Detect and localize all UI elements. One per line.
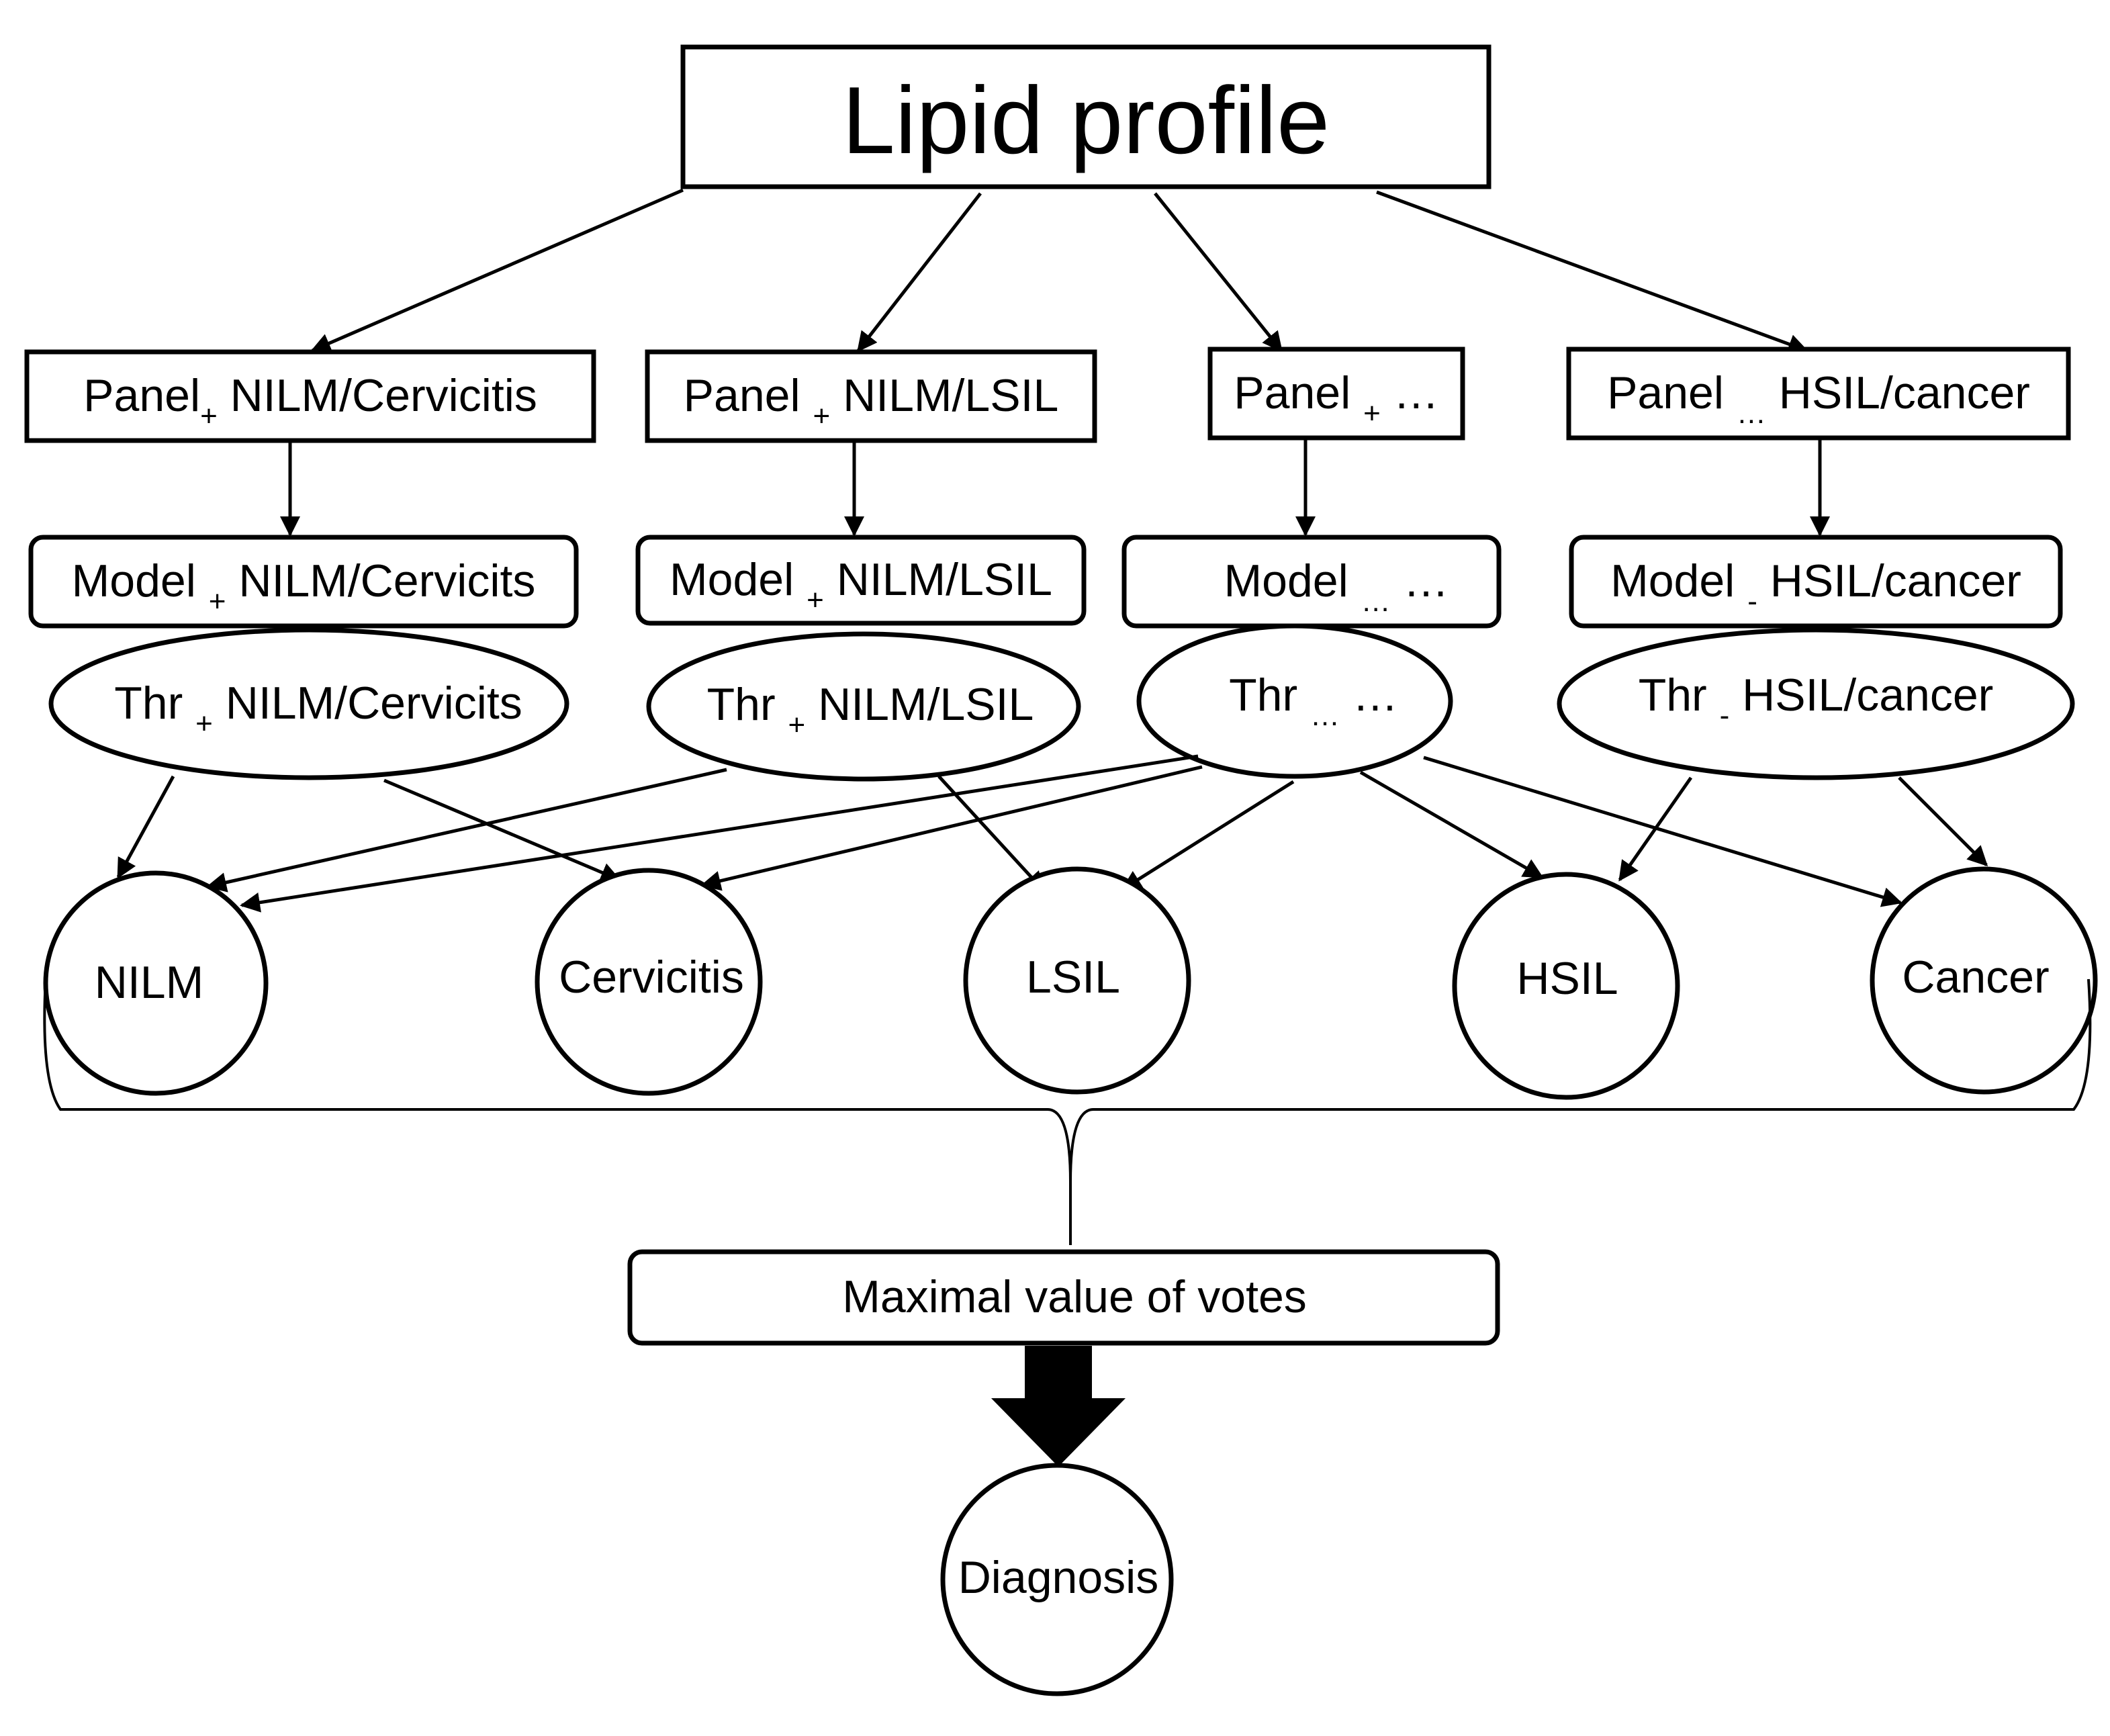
panel-1-subscript: +	[200, 400, 218, 432]
diagnosis-label: Diagnosis	[958, 1552, 1159, 1603]
threshold-hsil-cancer: Thr - HSIL/cancer	[1557, 627, 2075, 780]
model-3-subscript: …	[1361, 585, 1391, 618]
model-2-prefix: Model	[670, 554, 807, 605]
panel-4-subscript: …	[1737, 397, 1766, 430]
threshold-2-subscript: +	[788, 709, 806, 741]
threshold-nilm-lsil: Thr + NILM/LSIL	[646, 631, 1081, 782]
model-4-subscript: -	[1747, 585, 1757, 618]
class-node-nilm: NILM	[43, 870, 269, 1096]
panel-model-edges	[280, 439, 1830, 537]
class-node-lsil: LSIL	[963, 866, 1191, 1095]
panel-nilm-lsil: Panel + NILM/LSIL	[645, 349, 1097, 443]
block-arrow	[991, 1346, 1126, 1467]
class-node-cervicitis: Cervicitis	[535, 868, 763, 1096]
lipid-profile-label: Lipid profile	[842, 67, 1330, 174]
svg-text:Panel+ NILM/Cervicitis: Panel+ NILM/Cervicitis	[83, 370, 537, 432]
threshold-3-suffix: …	[1340, 670, 1398, 721]
threshold-class-edges	[116, 754, 1988, 913]
threshold-3-subscript: …	[1310, 699, 1340, 732]
model-1-prefix: Model	[72, 555, 209, 606]
panel-1-suffix: NILM/Cervicitis	[218, 370, 537, 421]
panel-2-suffix: NILM/LSIL	[830, 370, 1058, 421]
threshold-nilm-cervicitis: Thr + NILM/Cervicits	[48, 627, 569, 780]
svg-text:Model + NILM/LSIL: Model + NILM/LSIL	[670, 554, 1052, 616]
class-label-cervicitis: Cervicitis	[559, 952, 744, 1003]
panel-nilm-cervicitis: Panel+ NILM/Cervicitis	[24, 349, 596, 443]
svg-text:Thr + NILM/Cervicits: Thr + NILM/Cervicits	[114, 678, 522, 740]
panel-3-subscript: +	[1363, 397, 1381, 430]
vote-label: Maximal value of votes	[842, 1271, 1307, 1322]
threshold-4-subscript: -	[1720, 699, 1730, 732]
model-2-subscript: +	[807, 584, 824, 616]
vote-node: Maximal value of votes	[627, 1249, 1500, 1346]
model-4-suffix: HSIL/cancer	[1757, 555, 2021, 606]
class-label-nilm: NILM	[95, 957, 203, 1008]
panel-4-suffix: HSIL/cancer	[1766, 367, 2030, 418]
svg-text:Panel + …: Panel + …	[1234, 367, 1438, 430]
panel-4-prefix: Panel	[1607, 367, 1737, 418]
model-hsil-cancer: Model - HSIL/cancer	[1569, 535, 2063, 629]
threshold-3-prefix: Thr	[1229, 670, 1310, 721]
model-3-prefix: Model	[1224, 555, 1361, 606]
class-node-hsil: HSIL	[1452, 872, 1680, 1100]
model-3-suffix: …	[1391, 555, 1449, 606]
model-1-suffix: NILM/Cervicits	[226, 555, 535, 606]
class-node-cancer: Cancer	[1870, 866, 2098, 1095]
svg-text:Panel … HSIL/cancer: Panel … HSIL/cancer	[1607, 367, 2030, 430]
root-edges	[310, 188, 1808, 354]
svg-text:Model - HSIL/cancer: Model - HSIL/cancer	[1610, 555, 2021, 618]
panel-3-suffix: …	[1381, 367, 1439, 418]
model-1-subscript: +	[209, 585, 226, 618]
svg-text:Thr + NILM/LSIL: Thr + NILM/LSIL	[707, 679, 1034, 741]
panel-2-prefix: Panel	[684, 370, 813, 421]
model-nilm-cervicitis: Model + NILM/Cervicits	[28, 535, 579, 629]
model-2-suffix: NILM/LSIL	[824, 554, 1052, 605]
model-4-prefix: Model	[1610, 555, 1747, 606]
panel-2-subscript: +	[813, 400, 830, 432]
svg-text:Thr - HSIL/cancer: Thr - HSIL/cancer	[1639, 670, 1994, 732]
threshold-2-prefix: Thr	[707, 679, 788, 730]
panel-1-prefix: Panel	[83, 370, 200, 421]
class-label-cancer: Cancer	[1902, 952, 2049, 1003]
threshold-1-suffix: NILM/Cervicits	[213, 678, 522, 729]
panel-other: Panel + …	[1207, 347, 1465, 441]
model-nilm-lsil: Model + NILM/LSIL	[635, 535, 1087, 626]
model-other: Model … …	[1121, 535, 1502, 629]
svg-text:Panel + NILM/LSIL: Panel + NILM/LSIL	[684, 370, 1059, 432]
panel-hsil-cancer: Panel … HSIL/cancer	[1566, 347, 2071, 441]
grouping-brace	[43, 978, 2092, 1245]
threshold-2-suffix: NILM/LSIL	[805, 679, 1034, 730]
panel-3-prefix: Panel	[1234, 367, 1363, 418]
threshold-1-prefix: Thr	[114, 678, 195, 729]
class-label-hsil: HSIL	[1516, 953, 1618, 1004]
threshold-other: Thr … …	[1136, 623, 1453, 779]
diagnosis-node: Diagnosis	[940, 1463, 1174, 1696]
threshold-4-suffix: HSIL/cancer	[1729, 670, 1993, 721]
svg-text:Model + NILM/Cervicits: Model + NILM/Cervicits	[72, 555, 536, 618]
svg-text:Model … …: Model … …	[1224, 555, 1449, 618]
svg-text:Thr … …: Thr … …	[1229, 670, 1398, 732]
threshold-4-prefix: Thr	[1639, 670, 1720, 721]
threshold-1-subscript: +	[195, 707, 213, 740]
class-label-lsil: LSIL	[1026, 952, 1120, 1003]
lipid-profile-node: Lipid profile	[680, 44, 1492, 189]
